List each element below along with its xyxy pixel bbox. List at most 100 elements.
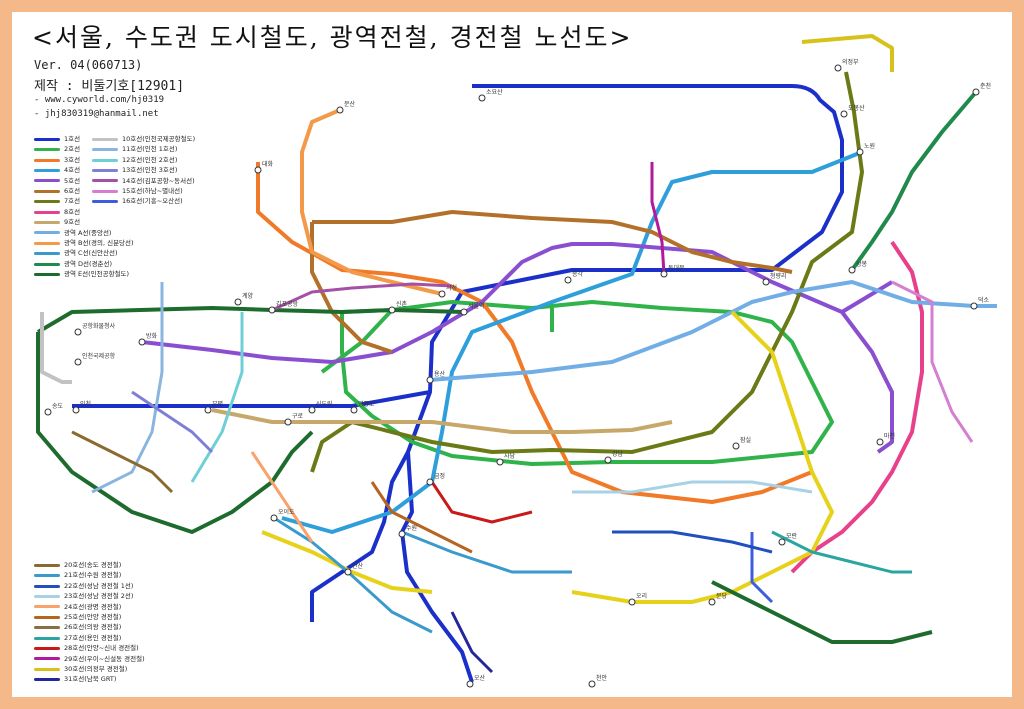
legend-label: 16호선(기흥~오산선) [122,197,183,206]
station-label: 마천 [884,432,895,440]
station-marker[interactable] [426,478,434,486]
station-label: 천안 [596,674,608,682]
station-marker[interactable] [254,166,262,174]
legend-swatch [92,168,118,172]
station-marker[interactable] [762,278,770,286]
legend-item: 1호선 [34,134,134,144]
station-marker[interactable] [308,406,316,414]
legend-swatch [34,262,60,266]
station-marker[interactable] [438,290,446,298]
jungang-line-route [429,280,997,382]
legend-item: 광역 B선(경의, 신분당선) [34,238,134,248]
station-marker[interactable] [856,148,864,156]
station-marker[interactable] [564,276,572,284]
station-marker[interactable] [398,530,406,538]
legend-item: 15호선(하남~별내선) [92,186,195,196]
legend-swatch [34,158,60,162]
station-label: 분당 [716,592,728,600]
version-label: Ver. 04(060713) [34,58,143,72]
station-marker[interactable] [588,680,596,688]
station-label: 용산 [434,370,446,378]
station-marker[interactable] [336,106,344,114]
legend-light-rail: 20호선(송도 경전철)21호선(수원 경전철)22호선(성남 경전철 1선)2… [34,560,145,685]
legend-label: 22호선(성남 경전철 1선) [64,581,134,590]
email-link[interactable]: - jhj830319@hanmail.net [34,109,159,119]
legend-swatch [92,189,118,193]
uijeongbu-lrt-route [801,34,894,72]
station-marker[interactable] [388,306,396,314]
station-marker[interactable] [270,514,278,522]
station-marker[interactable] [848,266,856,274]
author-label: 제작 : 비둘기호[12901] [34,79,185,94]
incheon-line-1-route [91,282,164,494]
station-marker[interactable] [350,406,358,414]
legend-swatch [34,272,60,276]
station-marker[interactable] [778,538,786,546]
legend-item: 16호선(기흥~오산선) [92,196,195,206]
station-label: 종각 [572,271,584,278]
legend-swatch [34,626,60,630]
station-marker[interactable] [74,328,82,336]
station-label: 춘천 [980,82,991,90]
legend-label: 30호선(의정부 경전철) [64,665,128,674]
line-8-route [790,240,924,574]
station-label: 인천국제공항 [82,352,116,360]
line-1-route [72,84,844,683]
legend-swatch [34,179,60,183]
incheon-line-2-route [190,312,244,483]
legend-item: 20호선(송도 경전철) [34,560,145,570]
station-marker[interactable] [284,418,292,426]
station-marker[interactable] [840,110,848,118]
legend-item: 28호선(안양~신내 경전철) [34,643,145,653]
station-marker[interactable] [834,64,842,72]
line-4-route [281,150,863,534]
station-marker[interactable] [72,406,80,414]
station-label: 노원 [864,142,875,150]
legend-item: 22호선(성남 경전철 1선) [34,581,145,591]
station-label: 김포공항 [276,300,299,308]
station-marker[interactable] [234,298,242,306]
songdo-lrt-route [71,430,174,494]
station-label: 신도림 [316,400,333,408]
homepage-link[interactable]: - www.cyworld.com/hj0319 [34,95,165,105]
legend-label: 25호선(안양 경전철) [64,613,122,622]
legend-item: 12호선(인천 2호선) [92,155,195,165]
line-5-route [141,242,894,454]
station-marker[interactable] [74,358,82,366]
station-label: 모란 [786,533,798,540]
station-marker[interactable] [478,94,486,102]
station-marker[interactable] [970,302,978,310]
station-marker[interactable] [732,442,740,450]
legend-swatch [34,615,60,619]
station-marker[interactable] [628,598,636,606]
station-label: 오리 [636,592,647,600]
station-label: 사당 [504,452,516,460]
station-marker[interactable] [138,338,146,346]
station-marker[interactable] [426,376,434,384]
station-marker[interactable] [204,406,212,414]
station-marker[interactable] [972,88,980,96]
station-marker[interactable] [708,598,716,606]
station-marker[interactable] [466,680,474,688]
station-marker[interactable] [660,270,668,278]
gyeongui-line-route [300,108,443,296]
station-label: 청량리 [770,272,787,280]
legend-label: 15호선(하남~별내선) [122,187,183,196]
station-marker[interactable] [876,438,884,446]
station-marker[interactable] [268,306,276,314]
station-marker[interactable] [604,456,612,464]
legend-item: 6호선 [34,186,134,196]
station-marker[interactable] [496,458,504,466]
legend-swatch [34,594,60,598]
legend-label: 8호선 [64,207,81,216]
legend-swatch [34,574,60,578]
legend-label: 3호선 [64,155,81,164]
legend-item: 30호선(의정부 경전철) [34,664,145,674]
station-marker[interactable] [344,568,352,576]
station-label: 공항화물청사 [82,322,116,330]
station-marker[interactable] [44,408,52,416]
legend-label: 12호선(인천 2호선) [122,155,178,164]
station-marker[interactable] [460,308,468,316]
legend-swatch [34,563,60,567]
legend-swatch [34,241,60,245]
